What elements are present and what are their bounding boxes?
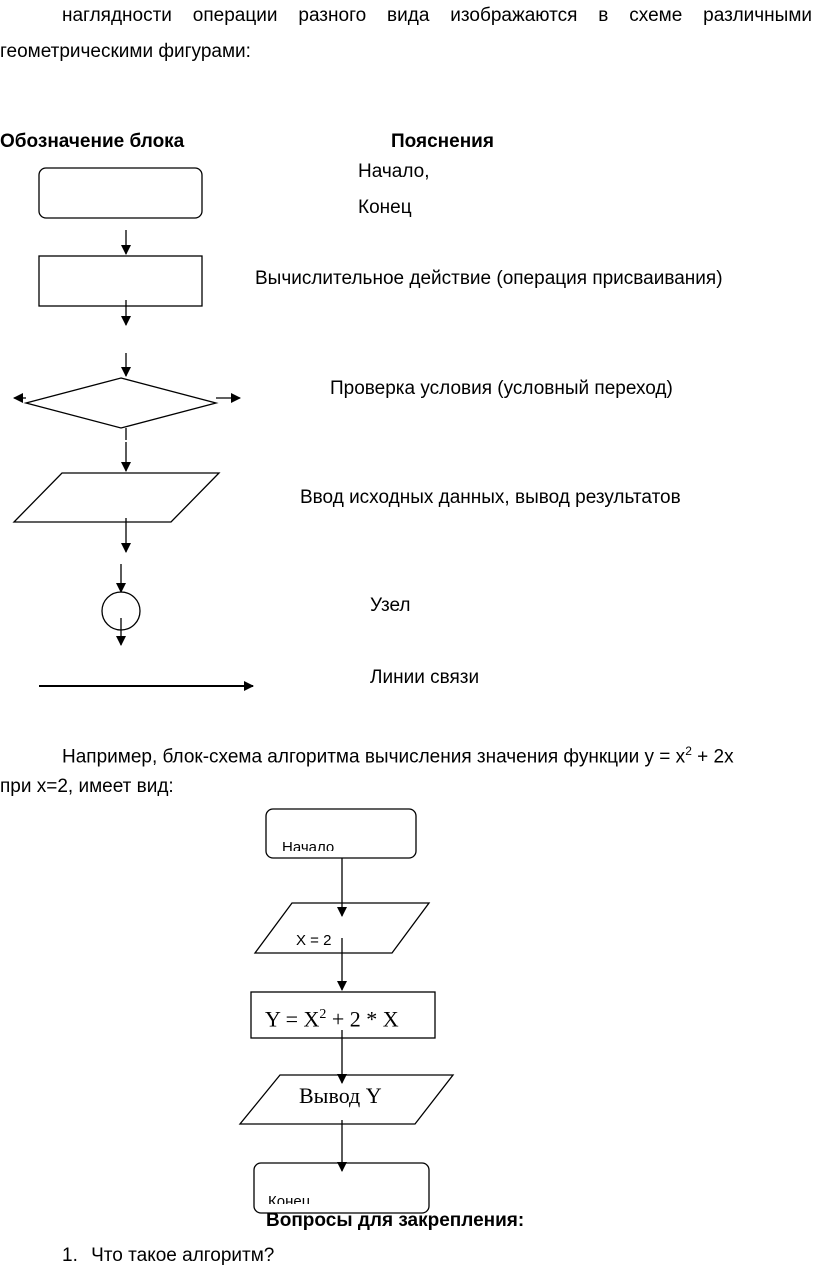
example-line-1: Например, блок-схема алгоритма вычислени… xyxy=(62,744,734,768)
output-block xyxy=(238,1074,455,1125)
note-terminal-line-2: Конец xyxy=(358,197,412,218)
column-header-block: Обозначение блока xyxy=(0,131,185,152)
io-shape xyxy=(12,472,221,523)
note-flow-line: Линии связи xyxy=(370,667,480,688)
end-block xyxy=(253,1162,430,1214)
end-label-clip: Конец xyxy=(268,1194,368,1204)
input-label-clip: X = 2 xyxy=(296,933,356,947)
note-io: Ввод исходных данных, вывод результатов xyxy=(300,487,681,508)
calc-block xyxy=(250,991,436,1039)
question-number: 1. xyxy=(62,1245,78,1266)
column-header-notes: Пояснения xyxy=(391,131,494,152)
example-line-2: при x=2, имеет вид: xyxy=(0,776,174,797)
start-block xyxy=(265,808,417,859)
intro-line-1: наглядности операции разного вида изобра… xyxy=(62,5,812,26)
note-terminal-line-1: Начало, xyxy=(358,161,430,182)
input-label: X = 2 xyxy=(296,933,332,947)
note-connector: Узел xyxy=(370,595,411,616)
question-text: Что такое алгоритм? xyxy=(91,1245,275,1266)
note-decision: Проверка условия (условный переход) xyxy=(330,378,673,399)
terminal-shape xyxy=(38,167,203,219)
decision-shape xyxy=(23,377,219,429)
calc-label: Y = X2 + 2 * X xyxy=(265,1006,399,1032)
input-block xyxy=(253,902,431,954)
output-label: Вывод Y xyxy=(299,1083,382,1108)
end-label: Конец xyxy=(268,1194,311,1204)
process-shape xyxy=(38,255,203,307)
note-process: Вычислительное действие (операция присва… xyxy=(255,268,723,289)
intro-line-2: геометрическими фигурами: xyxy=(0,41,251,62)
start-label-clip: Начало xyxy=(282,840,382,851)
start-label: Начало xyxy=(282,840,335,851)
question-item: 1. Что такое алгоритм? xyxy=(62,1244,274,1268)
questions-heading: Вопросы для закрепления: xyxy=(266,1210,525,1231)
